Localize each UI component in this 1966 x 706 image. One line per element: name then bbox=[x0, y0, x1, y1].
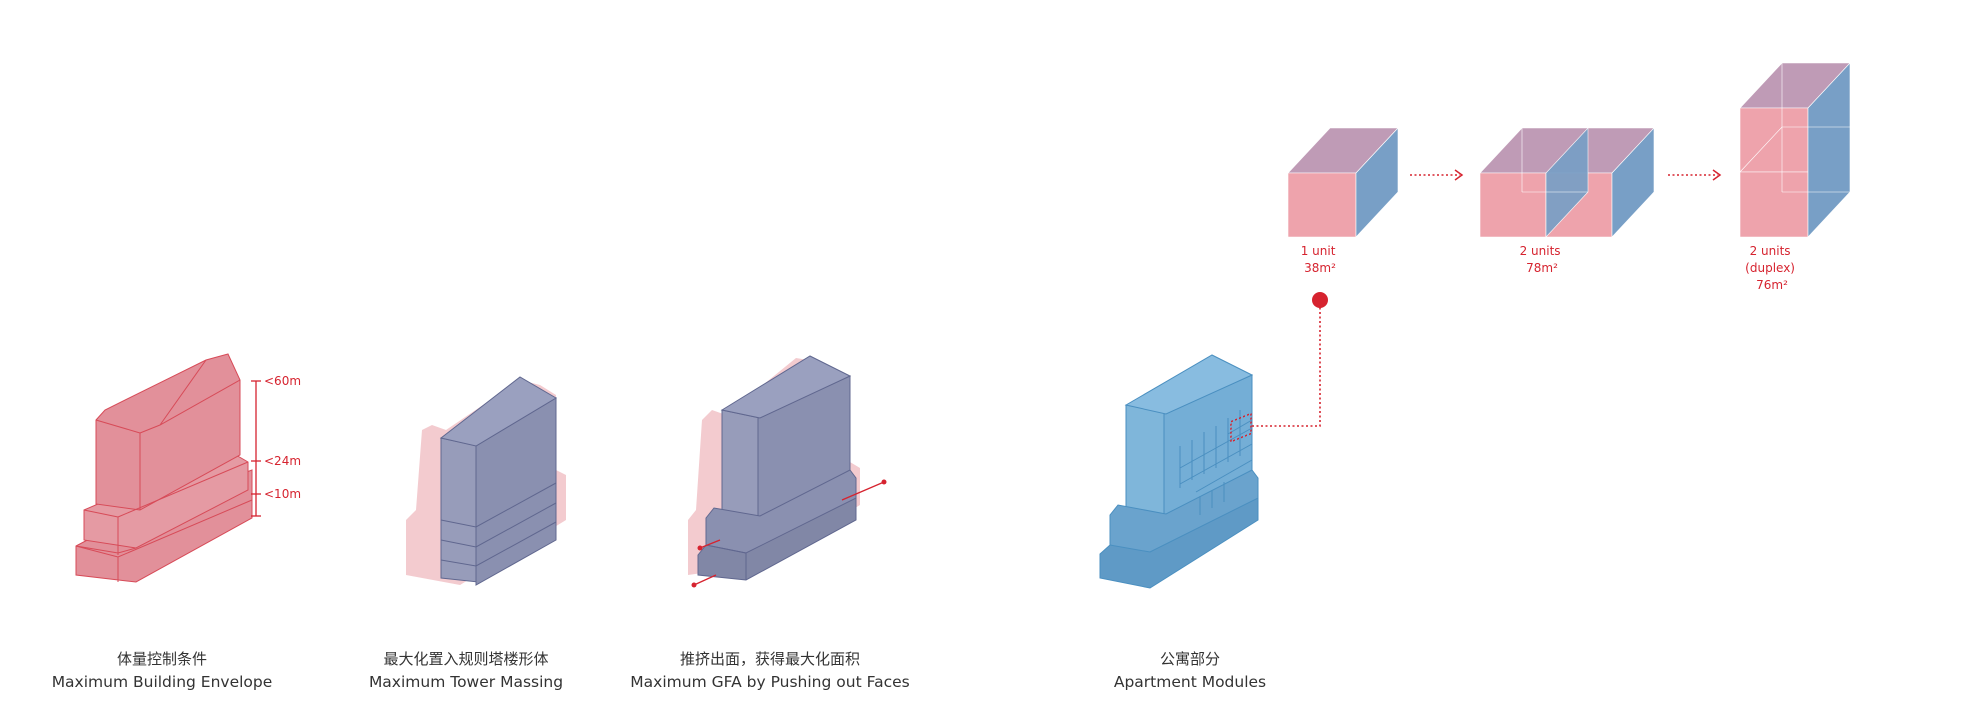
unit-2-line-1: 2 units bbox=[1520, 244, 1561, 258]
tower-floor-lines bbox=[440, 482, 557, 567]
gfa-tower-top bbox=[720, 355, 852, 419]
unit-cube-1 bbox=[1287, 127, 1399, 238]
height-label-24m: <24m bbox=[264, 454, 301, 468]
push-arrow-left-upper bbox=[699, 539, 721, 549]
height-dimension: <60m <24m <10m bbox=[251, 374, 301, 517]
cube1-side bbox=[1355, 127, 1399, 238]
caption-apartment-cn: 公寓部分 bbox=[1160, 650, 1220, 668]
unit-cube-2 bbox=[1479, 127, 1655, 238]
progression-arrow-2 bbox=[1668, 169, 1722, 181]
apt-module-grid bbox=[1179, 410, 1253, 515]
caption-gfa: 推挤出面，获得最大化面积 Maximum GFA by Pushing out … bbox=[630, 650, 909, 691]
tower-massing bbox=[406, 376, 566, 586]
caption-gfa-cn: 推挤出面，获得最大化面积 bbox=[680, 650, 860, 668]
unit-1-line-2: 38m² bbox=[1304, 261, 1336, 275]
caption-envelope: 体量控制条件 Maximum Building Envelope bbox=[52, 650, 273, 691]
apt-module-callout bbox=[1230, 292, 1328, 443]
cube3-front-upper bbox=[1739, 107, 1809, 173]
unit-2-line-2: 78m² bbox=[1526, 261, 1558, 275]
unit-3-line-3: 76m² bbox=[1756, 278, 1788, 292]
caption-envelope-en: Maximum Building Envelope bbox=[52, 673, 273, 691]
highlighted-module bbox=[1230, 412, 1252, 443]
unit-3-label: 2 units (duplex) 76m² bbox=[1745, 244, 1799, 292]
caption-tower: 最大化置入规则塔楼形体 Maximum Tower Massing bbox=[369, 650, 563, 691]
unit-2-label: 2 units 78m² bbox=[1520, 244, 1565, 275]
gfa-pushing-massing bbox=[688, 355, 887, 588]
leader-line bbox=[1252, 300, 1321, 427]
apartment-modules-massing bbox=[1099, 354, 1259, 589]
cube3-front-lower bbox=[1739, 171, 1809, 238]
height-label-10m: <10m bbox=[264, 487, 301, 501]
caption-gfa-en: Maximum GFA by Pushing out Faces bbox=[630, 673, 909, 691]
building-envelope-massing bbox=[75, 353, 253, 583]
caption-apartment-en: Apartment Modules bbox=[1114, 673, 1266, 691]
envelope-base-edge bbox=[75, 499, 253, 582]
apt-slab-lower bbox=[1099, 497, 1259, 589]
push-arrow-left-lower bbox=[693, 574, 717, 586]
gfa-slab-edges bbox=[705, 544, 747, 580]
cube1-front bbox=[1287, 172, 1357, 238]
height-label-60m: <60m bbox=[264, 374, 301, 388]
progression-arrow-1 bbox=[1410, 169, 1464, 181]
gfa-tower-front bbox=[721, 409, 761, 521]
caption-tower-cn: 最大化置入规则塔楼形体 bbox=[383, 650, 548, 668]
envelope-tower-ridge bbox=[95, 359, 241, 510]
tower-front-face bbox=[440, 437, 479, 583]
unit-3-line-2: (duplex) bbox=[1745, 261, 1795, 275]
unit-cube-3-duplex bbox=[1739, 62, 1851, 238]
caption-envelope-cn: 体量控制条件 bbox=[117, 650, 207, 668]
tower-top-face bbox=[439, 376, 557, 447]
apt-tower-top bbox=[1124, 354, 1254, 415]
unit-1-line-1: 1 unit bbox=[1301, 244, 1336, 258]
cube2-front-left bbox=[1479, 172, 1547, 238]
caption-tower-en: Maximum Tower Massing bbox=[369, 673, 563, 691]
envelope-podium-edges bbox=[75, 461, 249, 555]
leader-dot bbox=[1312, 292, 1328, 308]
unit-3-line-1: 2 units bbox=[1750, 244, 1791, 258]
apt-tower-front bbox=[1125, 404, 1167, 517]
caption-apartment: 公寓部分 Apartment Modules bbox=[1114, 650, 1266, 691]
push-arrow-right bbox=[841, 481, 885, 501]
unit-1-label: 1 unit 38m² bbox=[1301, 244, 1340, 275]
cube2-side bbox=[1611, 127, 1655, 238]
